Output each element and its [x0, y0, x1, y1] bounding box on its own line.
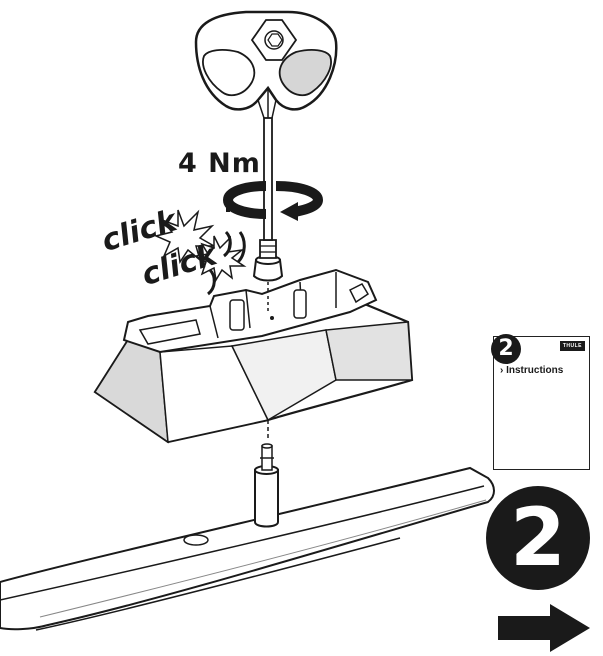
torque-key-icon: [194, 10, 338, 241]
reference-card-title: › Instructions: [500, 365, 564, 376]
rail-mounting-hole: [183, 534, 209, 546]
roof-rail: [0, 466, 495, 631]
brand-logo: THULE: [559, 341, 585, 351]
torque-value-label: 4 Nm: [178, 148, 261, 179]
mounting-pin: [254, 392, 279, 528]
reference-step-badge: 2: [491, 334, 521, 364]
right-arrow-icon: [498, 604, 590, 652]
roof-foot: [93, 268, 414, 444]
next-step-number-badge: 2: [486, 486, 590, 590]
bolt: [252, 239, 284, 294]
reference-instructions-card: 2 THULE › Instructions: [491, 334, 590, 470]
clockwise-rotation-arrow-icon: [222, 181, 324, 221]
burst-star-icon: [153, 209, 247, 296]
